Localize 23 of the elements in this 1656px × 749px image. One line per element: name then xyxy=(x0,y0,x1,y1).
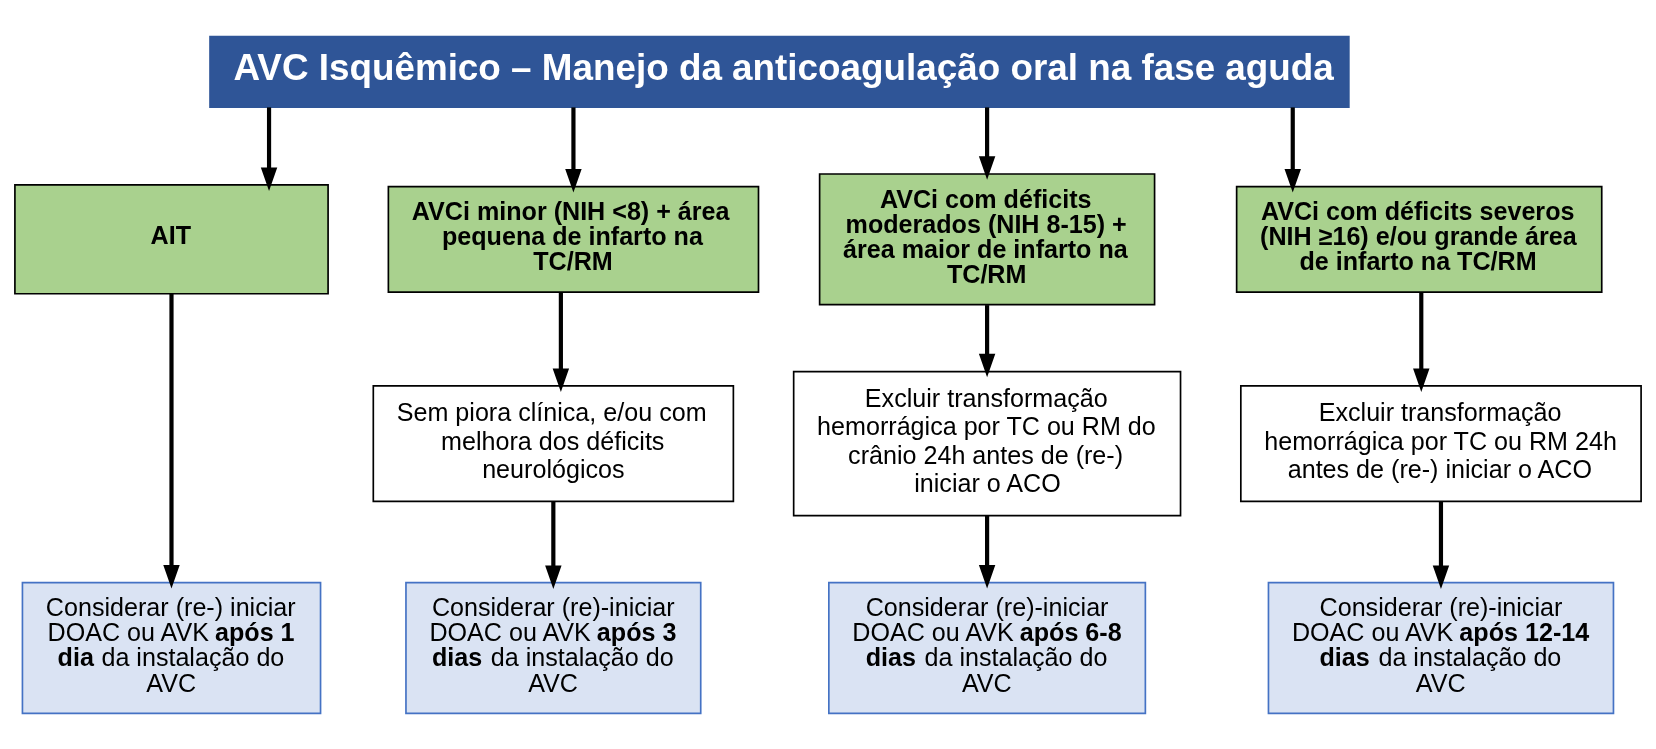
arrow xyxy=(1284,106,1301,192)
arrow xyxy=(545,501,562,589)
node-box: Considerar (re)-iniciar DOAC ou AVK após 12-14 dias da instalação do AVC xyxy=(1267,581,1615,714)
arrow xyxy=(552,292,570,392)
node-box: AIT xyxy=(14,183,329,295)
arrow xyxy=(978,515,996,588)
arrow xyxy=(1432,501,1450,589)
node-box: Considerar (re)-iniciar DOAC ou AVK após 6-8 dias da instalação do AVC xyxy=(828,581,1147,714)
arrow xyxy=(163,293,180,588)
node-box: AVCi com déficits severos (NIH ≥16) e/ou grande área de infarto na TC/RM xyxy=(1235,185,1603,293)
arrow xyxy=(260,106,278,191)
node-box: Sem piora clínica, e/ou com melhora dos déficits neurológicos xyxy=(372,384,735,502)
node-box: Excluir transformação hemorrágica por TC ou RM do crânio 24h antes de (re-) iniciar o ACO xyxy=(792,370,1182,516)
node-box: Considerar (re)-iniciar DOAC ou AVK após 3 dias da instalação do AVC xyxy=(405,581,702,714)
arrow xyxy=(1413,292,1430,392)
node-box: Excluir transformação hemorrágica por TC ou RM 24h antes de (re-) iniciar o ACO xyxy=(1240,384,1642,502)
arrow xyxy=(565,106,582,192)
arrow xyxy=(978,304,996,377)
node-box: AVC Isquêmico – Manejo da anticoagulação oral na fase aguda xyxy=(209,35,1350,108)
node-box: AVCi com déficits moderados (NIH 8-15) + área maior de infarto na TC/RM xyxy=(818,172,1156,305)
node-box: AVCi minor (NIH <8) + área pequena de infarto na TC/RM xyxy=(387,185,760,293)
arrow xyxy=(978,106,996,180)
node-box: Considerar (re-) iniciar DOAC ou AVK após 1 dia da instalação do AVC xyxy=(21,581,322,714)
